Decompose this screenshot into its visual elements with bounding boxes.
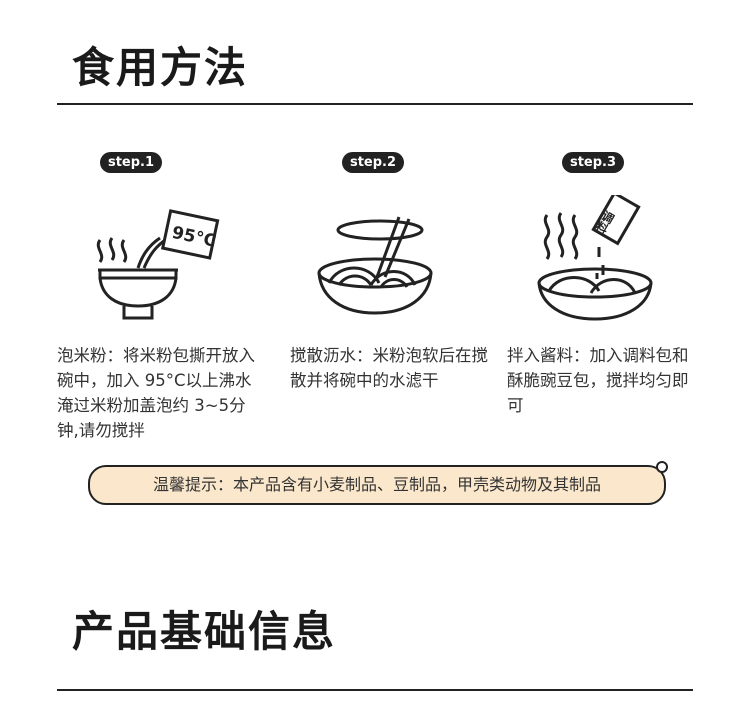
divider	[57, 689, 693, 691]
section-title-product-info: 产品基础信息	[72, 607, 337, 656]
step-2-description: 搅散沥水：米粉泡软后在搅散并将碗中的水滤干	[290, 346, 488, 390]
step-2-badge: step.2	[342, 152, 404, 173]
notice-decoration	[656, 461, 668, 473]
pour-water-icon: 95°C	[96, 209, 220, 320]
step-3-badge: step.3	[562, 152, 624, 173]
stir-chopsticks-icon	[317, 216, 433, 315]
step-1-badge: step.1	[100, 152, 162, 173]
divider	[57, 103, 693, 105]
allergen-notice: 温馨提示：本产品含有小麦制品、豆制品，甲壳类动物及其制品	[88, 465, 666, 505]
step-3-description: 拌入酱料：加入调料包和酥脆豌豆包，搅拌均匀即可	[507, 346, 689, 415]
add-seasoning-icon: 调料	[537, 195, 653, 321]
section-title-usage: 食用方法	[72, 43, 249, 92]
step-1-description: 泡米粉：将米粉包撕开放入碗中，加入 95°C以上沸水淹过米粉加盖泡约 3~5分钟…	[57, 346, 255, 440]
